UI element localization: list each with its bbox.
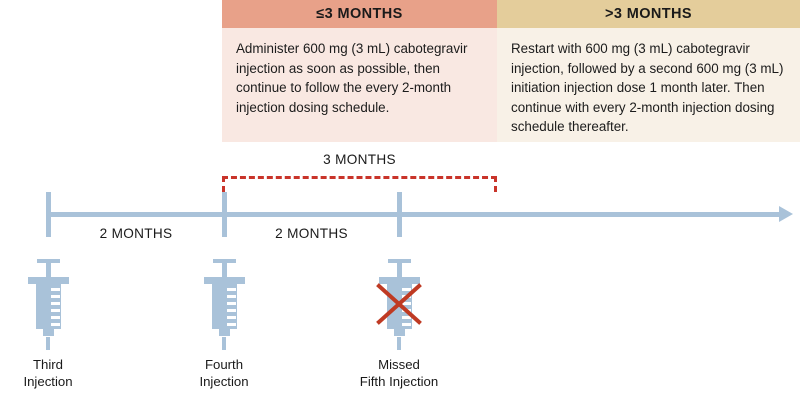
three-month-bracket: [222, 176, 497, 192]
bracket-label: 3 MONTHS: [323, 152, 396, 167]
syringe-hub: [219, 329, 230, 336]
bracket-right-leg: [494, 176, 497, 192]
syringe-barrel: [36, 284, 61, 329]
panel-body-text-less-equal-3-months: Administer 600 mg (3 mL) cabotegravir in…: [236, 41, 468, 115]
event-fourth-injection: [164, 258, 284, 350]
caption-fourth-injection: Fourth Injection: [139, 356, 309, 390]
syringe-needle: [46, 337, 50, 350]
syringe-hub: [43, 329, 54, 336]
timeline-axis: [48, 212, 783, 217]
syringe-plunger-rod: [397, 261, 402, 278]
syringe-graduation: [227, 309, 236, 312]
syringe-needle: [397, 337, 401, 350]
timeline-arrow-icon: [779, 206, 793, 222]
panel-header-less-equal-3-months: ≤3 MONTHS: [222, 0, 497, 28]
syringe-needle: [222, 337, 226, 350]
syringe-graduation: [227, 302, 236, 305]
syringe-graduation: [51, 288, 60, 291]
syringe-graduation: [402, 288, 411, 291]
axis-tick-missed-injection: [397, 192, 402, 237]
event-third-injection: [0, 258, 108, 350]
panel-body-text-greater-3-months: Restart with 600 mg (3 mL) cabotegravir …: [511, 41, 784, 134]
panel-header-greater-3-months: >3 MONTHS: [497, 0, 800, 28]
syringe-graduation: [51, 309, 60, 312]
interval-label-2: 2 MONTHS: [275, 226, 348, 241]
panel-body-greater-3-months: Restart with 600 mg (3 mL) cabotegravir …: [497, 28, 800, 142]
syringe-flange: [379, 277, 420, 284]
syringe-graduation: [51, 295, 60, 298]
syringe-flange: [28, 277, 69, 284]
syringe-graduation: [227, 316, 236, 319]
syringe-hub: [394, 329, 405, 336]
syringe-graduation: [227, 288, 236, 291]
caption-line-2: Fifth Injection: [359, 374, 439, 389]
caption-third-injection: Third Injection: [0, 356, 133, 390]
missed-cross-icon: [374, 274, 424, 332]
syringe-plunger-rod: [46, 261, 51, 278]
syringe-icon: [374, 258, 424, 350]
syringe-plunger-rod: [222, 261, 227, 278]
caption-line-1: Fourth: [204, 357, 244, 372]
syringe-icon: [23, 258, 73, 350]
syringe-graduation: [51, 323, 60, 326]
syringe-graduation: [402, 323, 411, 326]
syringe-barrel: [212, 284, 237, 329]
syringe-graduation: [402, 302, 411, 305]
syringe-graduation: [227, 323, 236, 326]
syringe-icon: [199, 258, 249, 350]
syringe-graduation: [51, 302, 60, 305]
bracket-top-line: [222, 176, 497, 179]
syringe-graduation: [227, 295, 236, 298]
caption-line-1: Missed: [378, 357, 420, 372]
syringe-graduation: [402, 316, 411, 319]
caption-missed-fifth-injection: Missed Fifth Injection: [314, 356, 484, 390]
caption-line-1: Third: [32, 357, 64, 372]
axis-tick-third-injection: [46, 192, 51, 237]
panel-body-less-equal-3-months: Administer 600 mg (3 mL) cabotegravir in…: [222, 28, 497, 142]
event-missed-fifth-injection: [339, 258, 459, 350]
syringe-graduation: [51, 316, 60, 319]
bracket-left-leg: [222, 176, 225, 192]
syringe-flange: [204, 277, 245, 284]
caption-line-2: Injection: [23, 374, 73, 389]
axis-tick-fourth-injection: [222, 192, 227, 237]
interval-label-1: 2 MONTHS: [99, 226, 173, 241]
caption-line-2: Injection: [199, 374, 249, 389]
